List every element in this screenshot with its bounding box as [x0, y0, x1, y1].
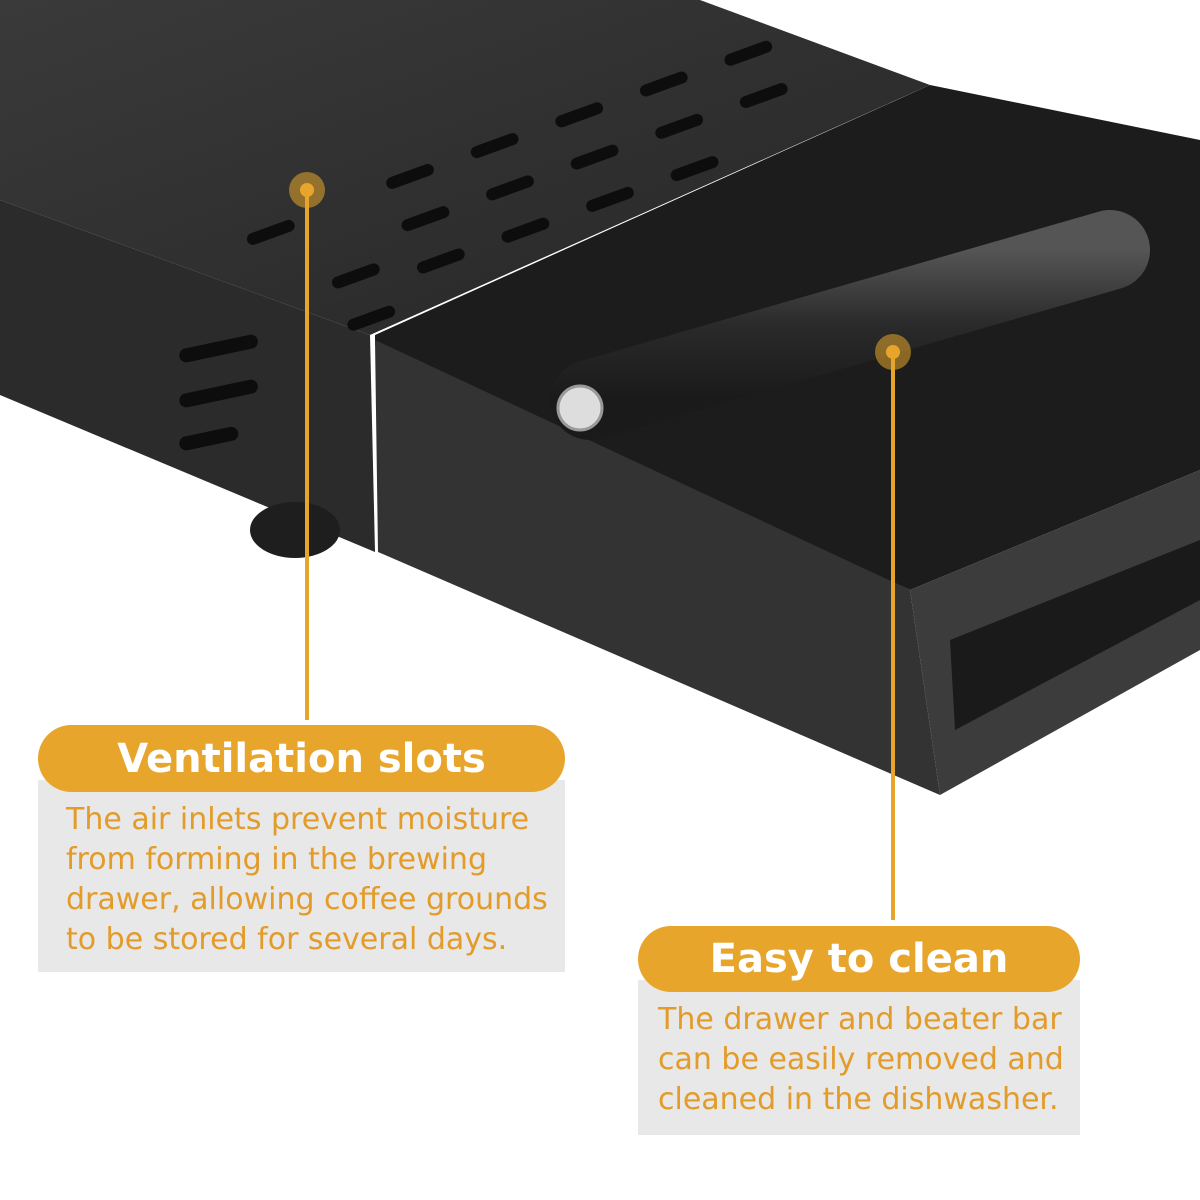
housing-front — [0, 200, 375, 552]
callout-title-ventilation: Ventilation slots — [38, 725, 565, 792]
callout-line: from forming in the brewing — [66, 842, 487, 877]
drawer-front — [375, 340, 940, 795]
callout-line: The air inlets prevent moisture — [66, 802, 530, 837]
callout-line: drawer, allowing coffee grounds — [66, 882, 548, 917]
callout-title-easy-clean: Easy to clean — [638, 926, 1080, 992]
housing-top — [0, 0, 930, 335]
ventilation-slots — [179, 40, 788, 451]
callout-line: to be stored for several days. — [66, 922, 508, 957]
callout-text-ventilation: The air inlets prevent moisture from for… — [38, 780, 565, 972]
callout-markers — [289, 172, 911, 920]
callout-line: The drawer and beater bar — [658, 1002, 1062, 1037]
housing-foot — [250, 502, 340, 558]
beater-bar — [550, 210, 1150, 440]
callout-line: can be easily removed and — [658, 1042, 1064, 1077]
callout-line: cleaned in the dishwasher. — [658, 1082, 1059, 1117]
callout-text-easy-clean: The drawer and beater bar can be easily … — [638, 980, 1080, 1135]
beater-bar-end-cap — [556, 384, 604, 432]
